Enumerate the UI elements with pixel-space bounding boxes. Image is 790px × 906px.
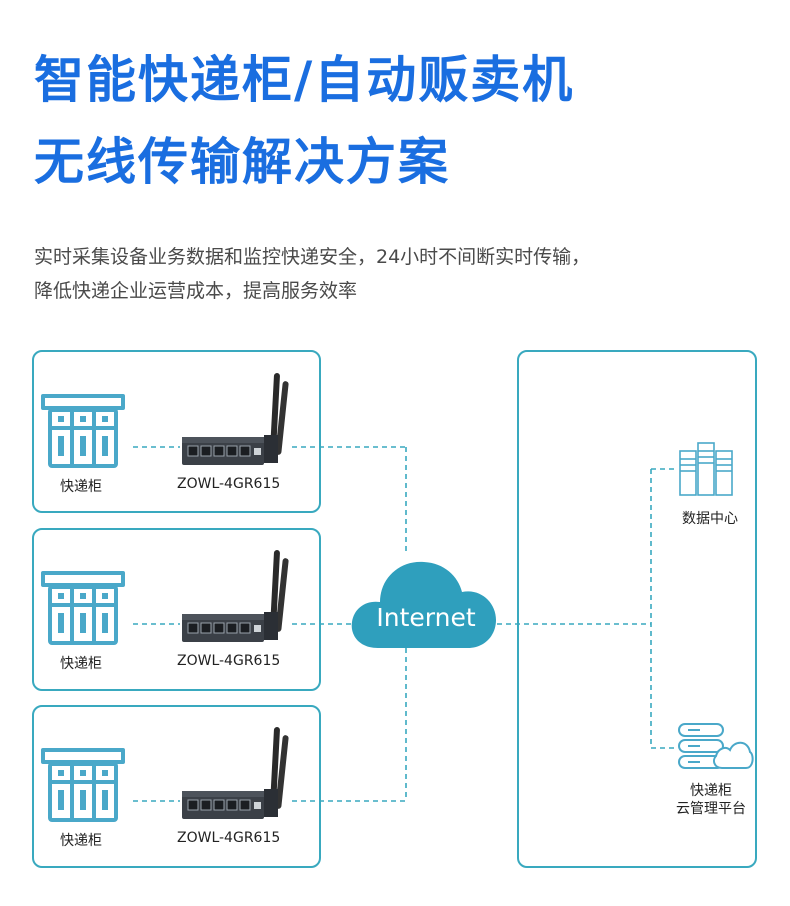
locker-icon [41, 571, 125, 645]
locker-label: 快递柜 [60, 479, 102, 495]
description-line-1: 实时采集设备业务数据和监控快递安全，24小时不间断实时传输， [34, 246, 591, 268]
page-title: 智能快递柜/自动贩卖机 [34, 51, 575, 109]
locker-icon [41, 748, 125, 822]
description: 实时采集设备业务数据和监控快递安全，24小时不间断实时传输， 降低快递企业运营成… [34, 240, 774, 308]
platform-label-line-1: 快递柜 [690, 783, 732, 799]
locker-icon [41, 394, 125, 468]
locker-label: 快递柜 [60, 656, 102, 672]
cloud-server-icon [678, 723, 754, 769]
router-label: ZOWL-4GR615 [177, 476, 281, 492]
data-center-icon [679, 442, 733, 496]
cloud-icon [351, 561, 496, 648]
page-subtitle-heading: 无线传输解决方案 [34, 133, 450, 191]
data-center-label: 数据中心 [682, 511, 738, 527]
router-icon [182, 550, 289, 642]
platform-label-line-2: 云管理平台 [676, 801, 746, 817]
router-label: ZOWL-4GR615 [177, 830, 281, 846]
router-icon [182, 373, 289, 465]
internet-label: Internet [376, 603, 476, 632]
locker-label: 快递柜 [60, 833, 102, 849]
description-line-2: 降低快递企业运营成本，提高服务效率 [34, 280, 358, 302]
server-panel [517, 350, 757, 868]
router-icon [182, 727, 289, 819]
router-label: ZOWL-4GR615 [177, 653, 281, 669]
